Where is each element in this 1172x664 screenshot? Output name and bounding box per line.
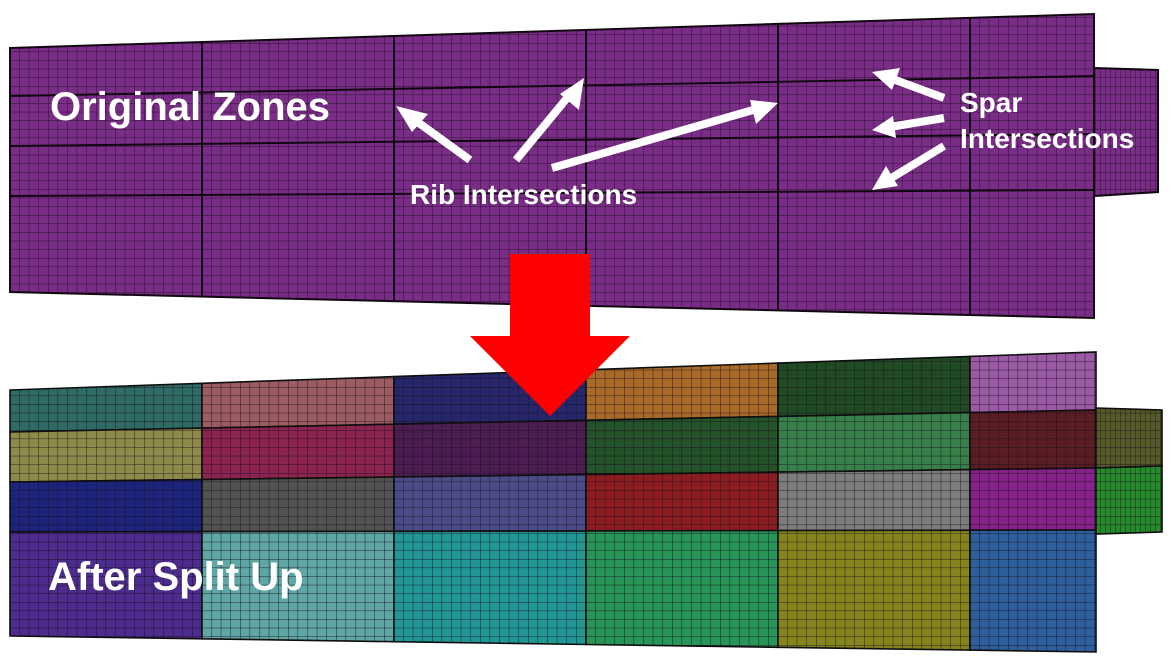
split-zone-r2-c3-grid [393,419,587,478]
spar-intersections-label-line1: Spar [960,87,1022,118]
annotation-arrows [396,68,947,190]
split-zone-r2-c2-grid [201,423,395,481]
split-zone-r1-c1-grid [9,382,203,433]
split-zone-r2-c1-grid [9,427,203,483]
split-zone-r3-c5-grid [777,468,971,532]
rib-arrow-middle [512,78,584,163]
original-zone-boundaries [9,12,1159,320]
split-zone-r4-c4-grid [585,529,779,649]
original-zones-label: Original Zones [50,85,330,129]
rib-arrow-right [550,100,778,172]
split-zone-r1-c2-grid [201,375,395,429]
after-split-label: After Split Up [48,555,304,599]
rib-arrow-left [396,106,473,164]
spar-arrow-bottom [872,142,947,190]
spar-arrow-top [872,68,946,102]
spar-arrow-middle [872,114,945,138]
split-zone-r1-c5-grid [777,355,971,418]
original-zone-tip-grid [1094,68,1158,196]
split-zone-r3-c2-grid [201,476,395,533]
split-zone-r1-c6-grid [969,351,1097,414]
split-zone-r1-c4-grid [585,362,779,422]
split-zones-mesh [9,351,1163,653]
split-zone-r3-c4-grid [585,471,779,532]
split-zone-r4-c3-grid [393,530,587,646]
split-zone-r3-c3-grid [393,473,587,533]
down-arrow [470,254,630,416]
split-tip-zone-upper-grid [1095,407,1163,469]
split-zone-r2-c6-grid [969,409,1097,471]
rib-intersections-label: Rib Intersections [410,179,637,210]
spar-intersections-label-line2: Intersections [960,123,1134,154]
split-zone-r3-c1-grid [9,478,203,533]
split-zone-r4-c6-grid [969,529,1097,653]
split-zone-r2-c5-grid [777,411,971,473]
split-zone-r2-c4-grid [585,415,779,476]
split-zone-r3-c6-grid [969,467,1097,532]
split-tip-zone-lower-grid [1095,465,1163,535]
split-zone-r4-c5-grid [777,529,971,651]
